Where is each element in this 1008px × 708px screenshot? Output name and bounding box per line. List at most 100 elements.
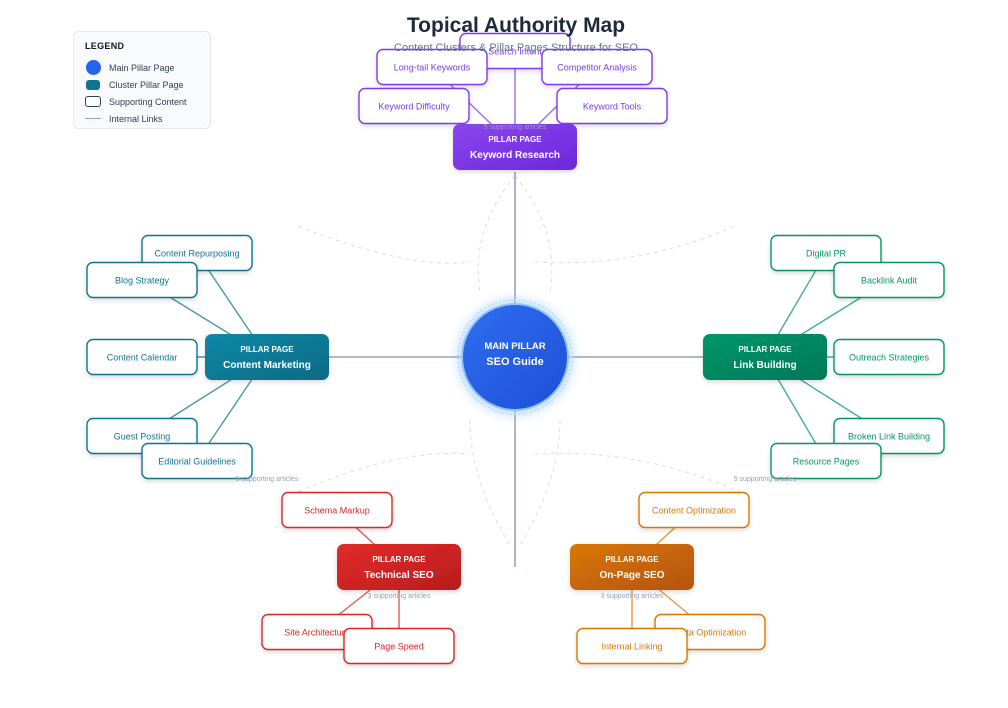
support-node-label: Guest Posting	[114, 432, 171, 442]
support-node-box	[86, 338, 198, 376]
support-node-box	[638, 491, 750, 529]
support-node-label: Page Speed	[374, 642, 424, 652]
page-title: Topical Authority Map	[406, 14, 626, 37]
supporting-content-swatch	[85, 96, 101, 107]
page-subtitle: Content Clusters & Pillar Pages Structur…	[394, 42, 638, 54]
cluster-node-label: PILLAR PAGE	[240, 345, 294, 354]
cluster-node-content-marketing[interactable]: PILLAR PAGE Content Marketing	[205, 334, 329, 380]
cluster-node-box	[205, 334, 329, 380]
support-node-label: Outreach Strategies	[849, 353, 930, 363]
legend-internal-links: Internal Links	[85, 110, 199, 127]
cluster-node-name: Keyword Research	[470, 150, 560, 161]
main-pillar-circle	[461, 303, 569, 411]
support-node-label: Schema Markup	[304, 506, 370, 516]
support-node-backlink-audit[interactable]: Backlink Audit	[833, 261, 945, 299]
legend-cluster-pillar: Cluster Pillar Page	[85, 76, 199, 93]
cluster-article-count: 5 supporting articles	[734, 476, 797, 483]
legend-supporting-content: Supporting Content	[85, 93, 199, 110]
legend-label: Internal Links	[109, 113, 163, 124]
support-node-label: Content Repurposing	[154, 249, 239, 259]
support-node-blog-strategy[interactable]: Blog Strategy	[86, 261, 198, 299]
support-node-label: Meta Optimization	[674, 628, 747, 638]
legend-label: Supporting Content	[109, 96, 187, 107]
support-node-schema-markup[interactable]: Schema Markup	[281, 491, 393, 529]
cluster-article-count: 3 supporting articles	[601, 593, 664, 600]
cluster-node-label: PILLAR PAGE	[738, 345, 792, 354]
support-node-label: Backlink Audit	[861, 276, 918, 286]
support-node-competitor-analysis[interactable]: Competitor Analysis	[541, 48, 653, 86]
internal-link-swatch	[85, 118, 101, 119]
support-node-box	[576, 627, 688, 665]
support-node-label: Broken Link Building	[848, 432, 930, 442]
cluster-article-count: 5 supporting articles	[484, 124, 547, 131]
support-node-box	[556, 87, 668, 125]
support-node-label: Competitor Analysis	[557, 63, 637, 73]
support-node-label: Editorial Guidelines	[158, 457, 236, 467]
legend-label: Main Pillar Page	[109, 62, 175, 73]
support-node-box	[376, 48, 488, 86]
support-node-box	[541, 48, 653, 86]
support-node-content-calendar[interactable]: Content Calendar	[86, 338, 198, 376]
support-node-internal-linking[interactable]: Internal Linking	[576, 627, 688, 665]
support-node-box	[343, 627, 455, 665]
cluster-node-technical-seo[interactable]: PILLAR PAGE Technical SEO	[337, 544, 461, 590]
support-node-box	[833, 261, 945, 299]
support-node-label: Digital PR	[806, 249, 847, 259]
support-node-box	[833, 338, 945, 376]
legend-title: LEGEND	[85, 41, 125, 51]
cluster-node-label: PILLAR PAGE	[605, 555, 659, 564]
cluster-node-label: PILLAR PAGE	[488, 135, 542, 144]
support-node-page-speed[interactable]: Page Speed	[343, 627, 455, 665]
support-node-box	[770, 234, 882, 272]
support-node-box	[281, 491, 393, 529]
support-node-label: Content Optimization	[652, 506, 736, 516]
main-pillar-node[interactable]: MAIN PILLAR SEO Guide	[456, 298, 574, 416]
support-node-box	[86, 261, 198, 299]
support-node-editorial-guidelines[interactable]: Editorial Guidelines	[141, 442, 253, 480]
support-node-outreach-strategies[interactable]: Outreach Strategies	[833, 338, 945, 376]
main-pillar-ring	[457, 299, 573, 415]
support-node-label: Long-tail Keywords	[394, 63, 471, 73]
cluster-node-name: On-Page SEO	[599, 570, 664, 581]
cluster-article-count: 5 supporting articles	[236, 476, 299, 483]
support-node-box	[141, 442, 253, 480]
main-pillar-label: MAIN PILLAR	[484, 341, 545, 352]
main-pillar-swatch	[85, 60, 101, 75]
support-node-digital-pr[interactable]: Digital PR	[770, 234, 882, 272]
cluster-article-count: 3 supporting articles	[368, 593, 431, 600]
cluster-node-label: PILLAR PAGE	[372, 555, 426, 564]
cluster-node-box	[570, 544, 694, 590]
cluster-nodes: PILLAR PAGE Keyword Research 5 supporting …	[205, 124, 827, 600]
support-node-box	[770, 442, 882, 480]
support-node-label: Search Intent	[488, 47, 542, 57]
cluster-node-link-building[interactable]: PILLAR PAGE Link Building	[703, 334, 827, 380]
legend-main-pillar: Main Pillar Page	[85, 59, 199, 76]
support-node-keyword-difficulty[interactable]: Keyword Difficulty	[358, 87, 470, 125]
support-node-content-optimization[interactable]: Content Optimization	[638, 491, 750, 529]
cluster-node-box	[703, 334, 827, 380]
support-node-label: Internal Linking	[601, 642, 662, 652]
support-node-resource-pages[interactable]: Resource Pages	[770, 442, 882, 480]
cluster-pillar-swatch	[86, 79, 100, 90]
decorative-guide-arcs	[297, 175, 741, 546]
support-node-label: Content Calendar	[107, 353, 178, 363]
support-node-long-tail-keywords[interactable]: Long-tail Keywords	[376, 48, 488, 86]
support-node-label: Keyword Tools	[583, 102, 642, 112]
cluster-node-on-page-seo[interactable]: PILLAR PAGE On-Page SEO	[570, 544, 694, 590]
support-node-label: Blog Strategy	[115, 276, 170, 286]
support-node-label: Keyword Difficulty	[378, 102, 450, 112]
cluster-node-box	[453, 124, 577, 170]
cluster-node-box	[337, 544, 461, 590]
support-node-label: Resource Pages	[793, 457, 860, 467]
support-node-keyword-tools[interactable]: Keyword Tools	[556, 87, 668, 125]
support-node-box	[358, 87, 470, 125]
support-node-label: Site Architecture	[284, 628, 350, 638]
cluster-node-name: Content Marketing	[223, 360, 311, 371]
main-pillar-name: SEO Guide	[486, 356, 543, 368]
cluster-node-keyword-research[interactable]: PILLAR PAGE Keyword Research	[453, 124, 577, 170]
cluster-node-name: Link Building	[733, 360, 796, 371]
cluster-node-name: Technical SEO	[364, 570, 434, 581]
legend-label: Cluster Pillar Page	[109, 79, 184, 90]
